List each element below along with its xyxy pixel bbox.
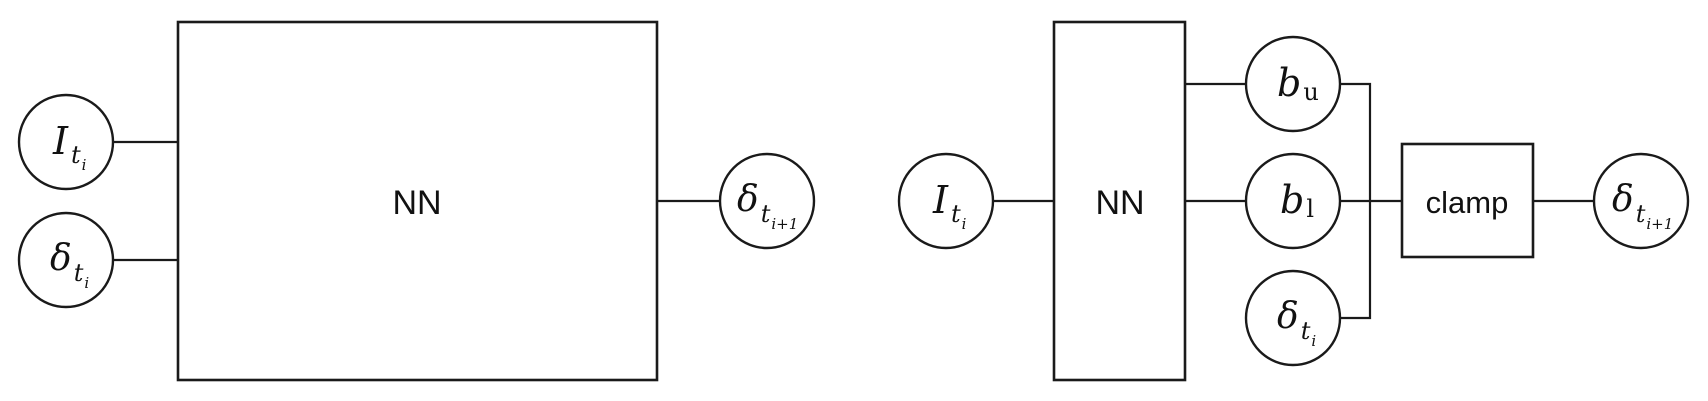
node-input-delta-label: δti [50,238,89,292]
clamp-label: clamp [1426,185,1509,220]
nn-label: NN [392,184,441,222]
node-input-delta: δti [17,211,115,309]
clamp-box [1400,142,1535,259]
node-delta: δti [1244,269,1342,367]
node-output-label: δti+1 [737,179,798,233]
nn-label: NN [1095,184,1144,222]
node-lower-bound-label: bl [1280,178,1314,223]
nn-box [1052,20,1187,382]
node-delta-label: δti [1277,296,1316,350]
node-upper-bound: bu [1244,35,1342,133]
node-output: δti+1 [1592,152,1690,250]
node-lower-bound: bl [1244,152,1342,250]
node-upper-bound-label: bu [1277,61,1319,106]
nn-box [176,20,659,382]
node-output-label: δti+1 [1612,179,1673,233]
node-output: δti+1 [718,152,816,250]
